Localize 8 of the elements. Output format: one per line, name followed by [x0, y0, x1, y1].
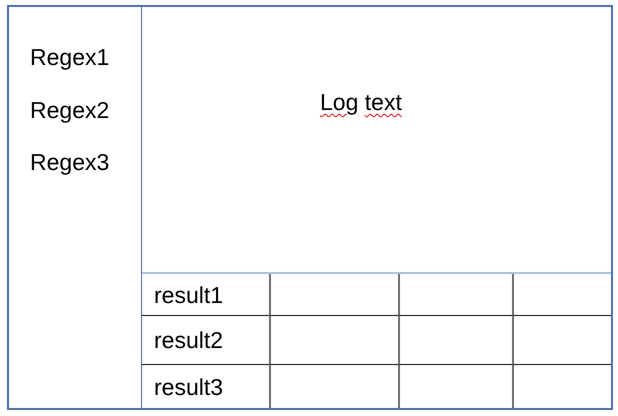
regex-label: Regex2 — [30, 96, 110, 122]
log-text: Log text — [320, 89, 402, 115]
result-label: result1 — [154, 282, 224, 308]
outer-frame — [7, 5, 613, 410]
regex-label: Regex3 — [30, 149, 110, 175]
regex-label: Regex1 — [30, 44, 110, 70]
result-label: result2 — [154, 327, 224, 353]
result-label: result3 — [154, 374, 224, 400]
